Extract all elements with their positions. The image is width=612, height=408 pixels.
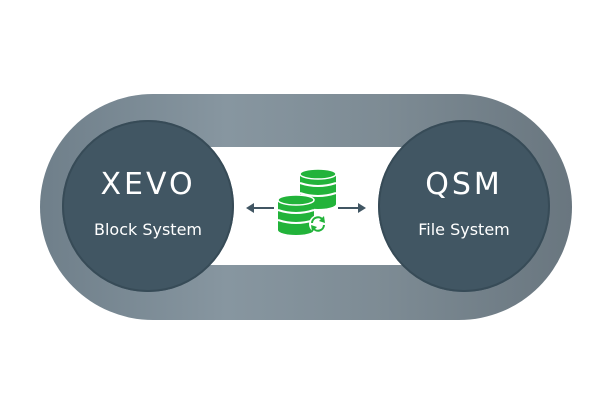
block-system-label: Block System [93, 220, 203, 239]
arrow-left-icon [246, 203, 274, 213]
file-system-node: QSM File System [378, 120, 550, 292]
block-system-node: XEVO Block System [62, 120, 234, 292]
database-sync-icon [277, 168, 337, 235]
sync-link [246, 168, 366, 235]
qsm-logo: QSM [425, 167, 503, 202]
xevo-logo: XEVO [100, 167, 196, 202]
file-system-label: File System [418, 220, 510, 239]
arrow-right-icon [338, 203, 366, 213]
